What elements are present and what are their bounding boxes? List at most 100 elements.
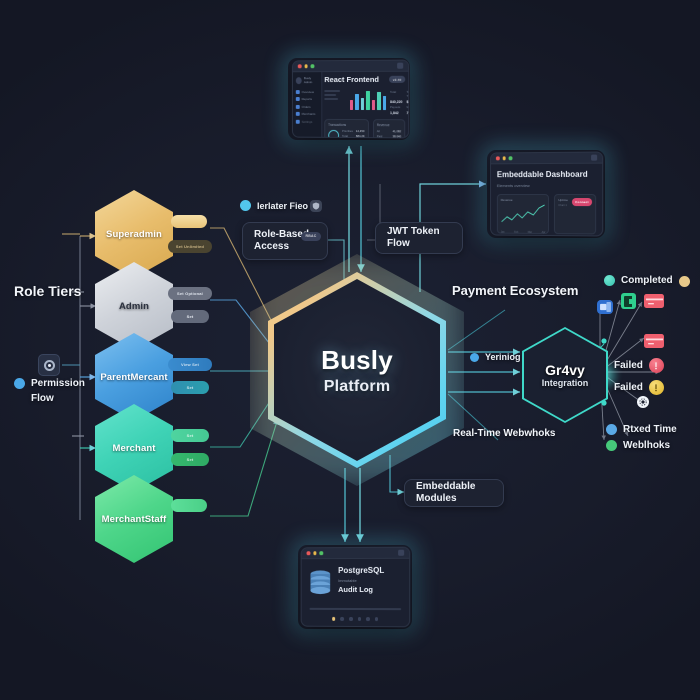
versioning-dot [470,352,479,362]
database-icon [309,570,331,601]
status-failed-yellow-dot [648,380,664,395]
pager-dot-0[interactable] [331,617,336,621]
react-frontend-card-left: Transactions Priorities 12,450 Total 884… [324,118,369,139]
versioning-label: Yeriniog [485,352,521,362]
stat-value-c: 1,842 [390,110,399,115]
badge-superadmin-2[interactable]: Set Unlimited [168,240,212,253]
window-max-dot-3[interactable] [319,551,323,555]
status-failed-red-label: Failed [614,360,643,371]
pager-dot-4[interactable] [366,617,370,621]
platform-title: Busly [321,344,393,375]
badge-parentmercant-2[interactable]: Set [171,381,209,394]
right-value-1: 38,640 [392,134,402,139]
role-hex-merchantstaff-label: MerchantStaff [101,513,167,525]
donut-chart-icon [328,130,340,139]
identity-flow-dot [240,200,251,211]
window-close-dot[interactable] [297,64,302,69]
gr4vy-title: Gr4vy [545,362,585,378]
sidebar-item-merchants[interactable]: Merchants [295,112,319,117]
progress-bar [309,607,402,611]
pager-dot-3[interactable] [357,617,362,621]
postgres-audit-window[interactable]: PostgreSQL Immutable Audit Log [300,546,411,628]
permission-flow-icon [38,354,60,376]
status-failed-red: Failed [614,358,664,373]
window-close-dot-3[interactable] [306,551,310,555]
legend-rtxed-time-label: Rtxed Time [623,424,677,435]
window-min-dot-2[interactable] [502,156,506,161]
react-frontend-title: React Frontend [324,74,380,85]
jwt-token-flow-box[interactable]: JWT Token Flow [375,222,463,254]
legend-rtxed-time-dot [606,424,617,435]
embeddable-dashboard-titlebar [491,152,603,165]
pager-dot-2[interactable] [348,617,353,621]
merchants-icon [295,112,300,117]
window-close-dot-2[interactable] [495,156,500,161]
badge-merchant-1[interactable]: Set [171,429,209,442]
platform-hex-fill [274,279,440,461]
window-menu-icon-2[interactable] [591,154,598,161]
badge-superadmin-1[interactable] [171,215,207,228]
orders-icon [295,104,300,109]
window-menu-icon-3[interactable] [398,549,405,556]
postgres-heading: Audit Log [338,584,373,595]
window-min-dot-3[interactable] [312,551,317,555]
window-menu-icon[interactable] [397,62,404,69]
card-icon [644,294,664,308]
payment-ecosystem-label: Payment Ecosystem [452,283,579,298]
badge-merchantstaff-1[interactable] [171,499,207,512]
stat-label-d: Merchants [406,105,410,110]
badge-admin-2[interactable]: Set [171,310,209,323]
axis-label-0: Jan [500,230,505,234]
legend-webhooks-dot [606,440,617,451]
identity-flow-legend: Ierlater Fieo [240,200,308,211]
settings-gear-icon [637,396,649,408]
busly-platform-node[interactable]: Busly Platform [250,254,464,486]
legend-webhooks: Weblhoks [606,440,670,451]
sidebar-item-reports[interactable]: Reports [295,97,319,101]
badge-merchant-2[interactable]: Set [171,453,209,466]
sidebar-item-overview[interactable]: Overview [295,90,319,95]
badge-admin-1[interactable]: Set Optional [168,287,212,300]
window-max-dot[interactable] [310,64,314,68]
react-frontend-brand: Busly Admin [303,76,313,85]
status-completed-dot [604,275,615,286]
embeddable-line-chart [501,203,546,225]
stat-value-d: 732 [406,110,410,115]
versioning-legend: Yeriniog [470,352,521,362]
embeddable-dashboard-chart-card: Revenue Jan Feb Mar Apr [496,194,550,235]
role-based-access-label: Role-Based Access [254,228,310,253]
permission-flow-label-2: Flow [31,393,54,404]
embeddable-cta-button[interactable]: Connect [571,198,593,207]
right-value-0: 41,082 [392,128,402,133]
window-max-dot-2[interactable] [508,156,512,161]
gr4vy-integration-node[interactable]: Gr4vy Integration [522,327,608,423]
react-frontend-bar-chart [350,88,386,111]
wallet-icon [621,293,636,309]
react-frontend-window[interactable]: Busly Admin Overview Reports Orders [291,59,410,139]
sidebar-item-settings[interactable]: Settings [295,119,319,123]
card-icon-2 [644,334,664,348]
embeddable-modules-box[interactable]: Embeddable Modules [404,479,504,507]
axis-label-3: Apr [541,230,546,234]
stat-value-a: 840,220 [390,99,403,104]
role-hex-merchant-label: Merchant [112,442,156,454]
role-hex-superadmin-label: Superadmin [106,228,162,240]
embeddable-modules-label: Embeddable Modules [416,480,476,505]
pager-dots[interactable] [309,617,401,621]
right-label-1: Paid [376,134,383,139]
pager-dot-1[interactable] [340,617,344,621]
status-completed-label: Completed [621,275,673,286]
role-hex-merchantstaff[interactable]: MerchantStaff [95,475,173,563]
window-min-dot[interactable] [304,64,308,69]
embeddable-dashboard-window[interactable]: Embeddable Dashboard Elements overview R… [490,151,604,237]
role-based-access-box[interactable]: Role-Based Access RBAC [242,222,328,260]
metric-label-0: Priorities [342,128,353,133]
gr4vy-hex-fill [524,329,606,421]
badge-parentmercant-1[interactable]: View Set [168,358,212,371]
sidebar-item-orders[interactable]: Orders [295,104,319,109]
bar-6 [377,92,381,111]
identity-flow-label: Ierlater Fieo [257,200,309,211]
pager-dot-5[interactable] [374,617,379,621]
permission-flow-label-1: Permission [31,378,85,389]
react-frontend-card-right: Revenue All 41,082 Paid 38,640 Due 2,442 [372,118,406,139]
